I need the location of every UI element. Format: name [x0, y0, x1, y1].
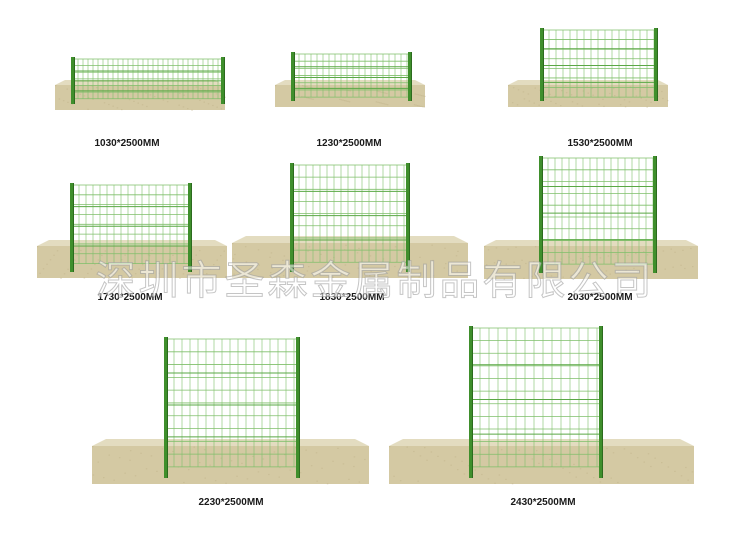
fence-illustration: [484, 156, 698, 280]
right-post: [296, 337, 300, 478]
left-post: [70, 183, 74, 272]
ground-front: [275, 85, 425, 107]
fence-mesh: [541, 29, 656, 98]
fence-mesh: [292, 53, 410, 98]
fence-illustration: [92, 337, 369, 485]
fence-panel-2230: [92, 336, 369, 486]
fence-mesh: [71, 184, 190, 264]
ground-texture: [37, 246, 228, 280]
size-label: 1230*2500MM: [316, 138, 382, 149]
size-label: 1730*2500MM: [97, 292, 163, 303]
ground-texture: [508, 85, 669, 108]
ground-front: [484, 246, 698, 279]
fence-mesh: [540, 157, 655, 265]
ground-front: [55, 85, 225, 110]
ground-top: [484, 240, 698, 246]
size-label: 2430*2500MM: [510, 497, 576, 508]
ground-front: [508, 85, 668, 107]
fence-illustration: [232, 163, 468, 278]
fence-panel-1530: [508, 28, 669, 130]
ground-top: [37, 240, 227, 246]
fence-illustration: [55, 57, 226, 111]
left-post: [71, 57, 75, 104]
right-post: [188, 183, 192, 272]
right-post: [599, 326, 603, 478]
ground-top: [389, 439, 694, 446]
ground-front: [92, 446, 369, 484]
left-post: [469, 326, 473, 478]
ground-front: [232, 243, 468, 278]
ground-texture: [389, 446, 694, 485]
fence-panel-1730: [37, 183, 228, 283]
left-post: [539, 156, 543, 273]
right-post: [221, 57, 225, 104]
left-post: [291, 52, 295, 101]
fence-panel-1230: [275, 50, 426, 130]
fence-illustration: [37, 183, 228, 280]
right-post: [653, 156, 657, 273]
size-label: 1830*2500MM: [319, 292, 385, 303]
left-post: [164, 337, 168, 478]
fence-illustration: [389, 326, 694, 485]
fence-illustration: [508, 28, 669, 108]
fence-illustration: [275, 52, 426, 108]
fence-panel-1830: [232, 163, 468, 283]
ground-texture: [484, 246, 694, 280]
fence-mesh: [72, 58, 224, 100]
left-post: [540, 28, 544, 101]
size-label: 1530*2500MM: [567, 138, 633, 149]
ground-texture: [55, 85, 226, 111]
size-label: 2030*2500MM: [567, 292, 633, 303]
fence-panel-2030: [484, 156, 698, 283]
fence-mesh: [165, 338, 298, 468]
right-post: [408, 52, 412, 101]
fence-panel-2430: [389, 326, 694, 486]
fence-mesh: [470, 327, 601, 468]
ground-front: [37, 246, 227, 278]
ground-front: [389, 446, 694, 484]
right-post: [654, 28, 658, 101]
right-post: [406, 163, 410, 272]
fence-panel-1030: [55, 55, 226, 130]
ground-top: [92, 439, 369, 446]
size-label: 1030*2500MM: [94, 138, 160, 149]
size-label: 2230*2500MM: [198, 497, 264, 508]
left-post: [290, 163, 294, 272]
